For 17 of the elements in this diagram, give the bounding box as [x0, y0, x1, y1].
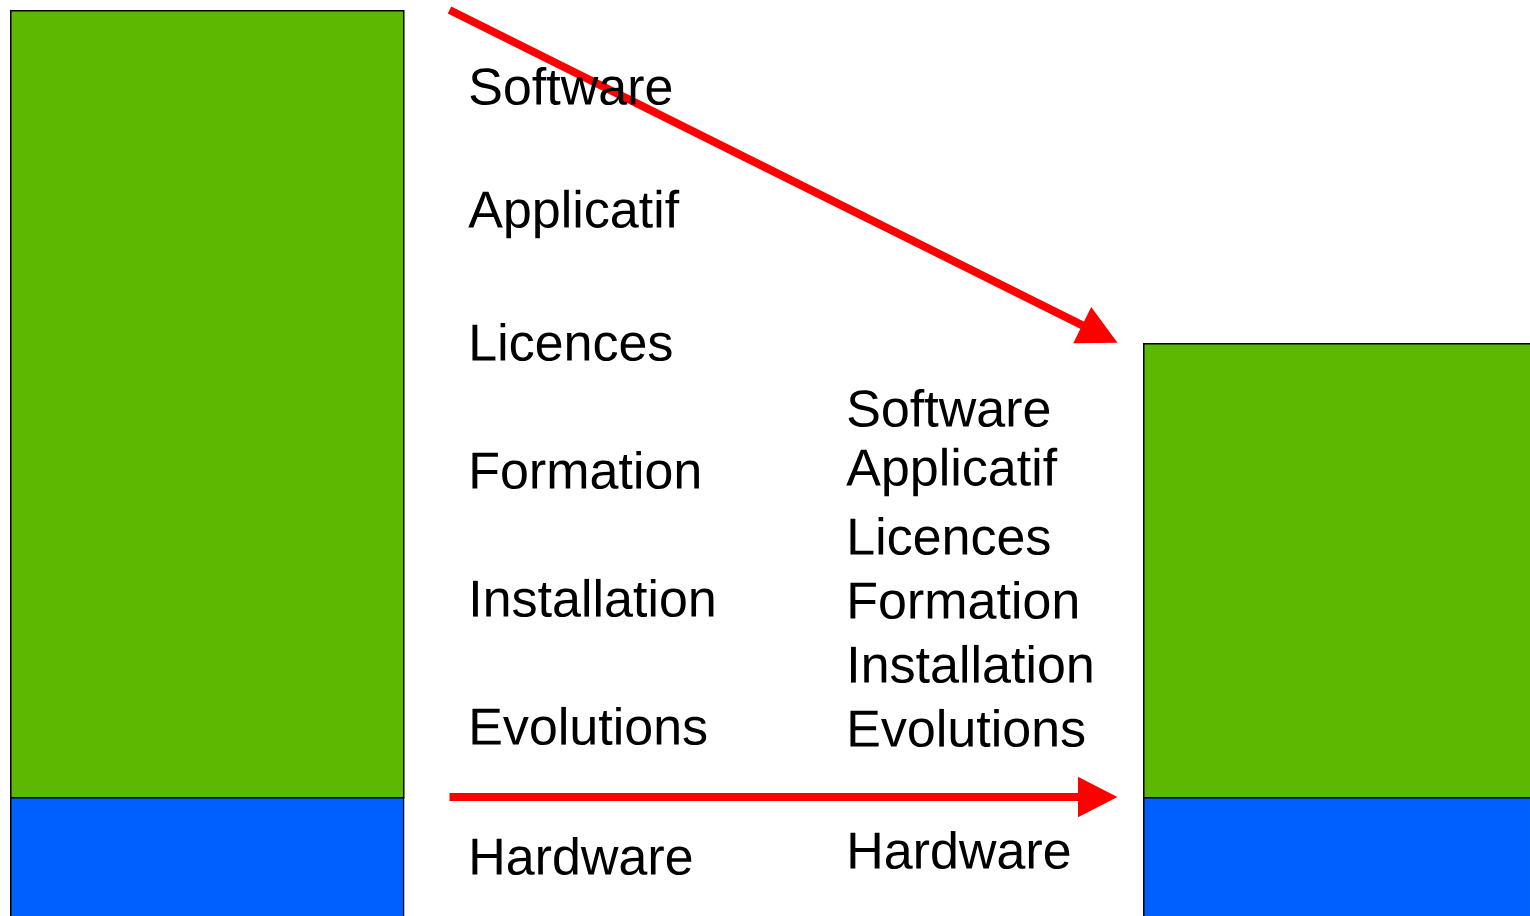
bar-segment — [1143, 797, 1530, 916]
bar-segment — [10, 10, 405, 799]
layer-label: Evolutions — [472, 706, 707, 746]
layer-label: Installation — [473, 578, 714, 618]
layer-label: Applicatif — [846, 447, 1058, 497]
layer-label: Formation — [850, 580, 1077, 620]
layer-label: Hardware — [472, 836, 692, 876]
layer-label: Software — [848, 388, 1050, 428]
layer-label: Evolutions — [850, 708, 1085, 748]
bar-segment — [10, 797, 405, 916]
layer-label: Applicatif — [468, 189, 680, 239]
layer-label: Licences — [472, 322, 672, 362]
layer-label: Formation — [472, 450, 699, 490]
layer-label: Installation — [851, 644, 1092, 684]
bar-segment — [1143, 343, 1530, 799]
layer-label: Hardware — [850, 830, 1070, 870]
layer-label: Licences — [850, 516, 1050, 556]
